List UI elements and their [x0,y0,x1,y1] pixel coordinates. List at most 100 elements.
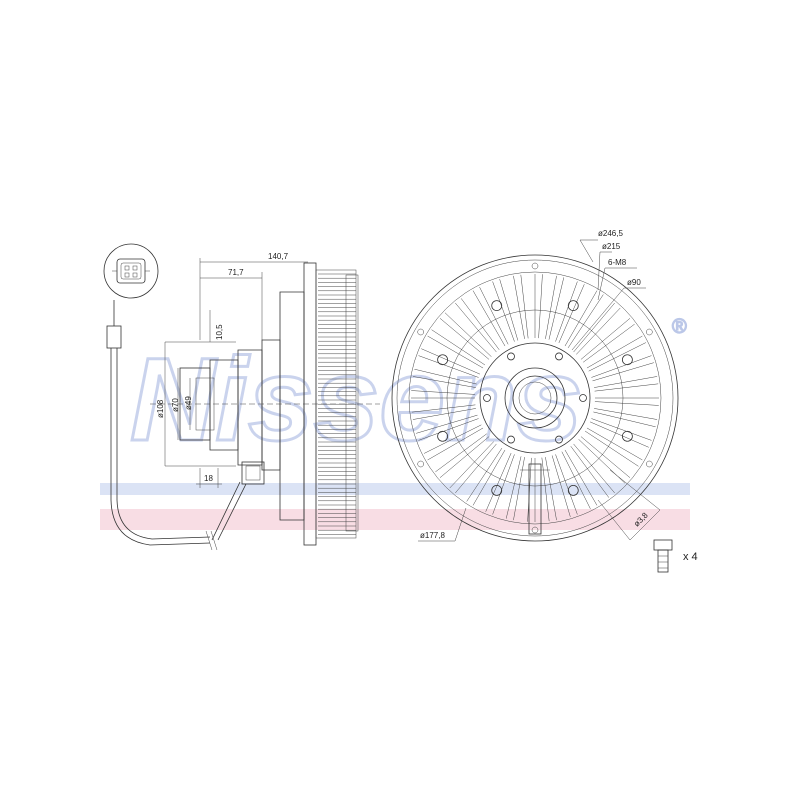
bolt-hole [621,430,633,442]
bolt-hole [491,484,503,496]
spoke-line [561,451,591,510]
spoke-line [580,318,631,360]
spoke-line [427,335,484,369]
spoke-line [466,447,503,502]
spoke-line [444,312,492,357]
spoke-line [439,436,490,478]
spoke-line [591,418,652,441]
spoke-line [548,277,565,340]
spoke-line [479,286,509,345]
thread-hole [507,435,515,444]
spoke-line [558,284,585,344]
watermark-registered-mark: ® [672,316,687,338]
spoke-line [570,446,610,498]
rim-hole [531,526,539,534]
bolt-hole [491,300,503,312]
thread-hole [555,352,563,361]
fastener-quantity: x 4 [683,551,698,563]
thread-hole [555,435,563,444]
rim-hole [646,460,653,468]
spoke-line [594,401,659,406]
spoke-line [412,408,476,420]
spoke-line [576,307,621,355]
spoke-line [573,443,615,494]
spoke-line [520,274,529,339]
spoke-line [580,436,631,478]
side-view: 140,7 71,7 10,5 ø108 ø70 ø49 18 [150,252,380,546]
spoke-line [411,404,476,413]
spoke-line [472,290,506,347]
spoke-line [583,323,635,363]
dim-dia-70: ø70 [171,398,180,412]
spoke-line [586,335,643,369]
watermark-blue-band [100,483,690,495]
rim-hole [531,262,539,270]
spoke-line [449,441,494,489]
spoke-line [460,298,500,350]
spoke-line [551,455,571,517]
bolt-hole [437,430,449,442]
dim-depth-18: 18 [204,474,213,483]
spoke-line [555,454,578,515]
spoke-line [421,348,481,375]
spoke-line [513,275,525,339]
spoke-line [499,279,519,341]
thread-hole [483,394,491,402]
spoke-line [593,411,656,428]
watermark: Nissens ® [100,315,690,530]
bolt-hole [567,300,579,312]
spoke-line [412,376,476,388]
dim-offset: 10,5 [215,324,224,340]
spoke-line [584,430,639,467]
spoke-line [492,281,515,342]
bolt-hole [437,354,449,366]
dim-thread: 6-M8 [608,258,627,267]
spoke-line [527,457,532,522]
spoke-line [427,427,484,461]
spoke-line [485,452,512,512]
front-view: ø246,5 ø215 6-M8 ø90 ø177,8 ø3,8 [391,229,679,542]
bolt-hole [621,354,633,366]
dim-bolt-circle: ø215 [602,242,621,251]
spoke-line [513,457,525,521]
watermark-brand: Nissens [130,334,583,466]
connector-plug-icon [103,243,159,299]
dim-dia-49: ø49 [184,396,193,410]
bolt-hole [567,484,579,496]
rim-hole [646,328,653,336]
spoke-line [455,302,497,353]
spoke-line [594,408,658,420]
spoke-line [545,457,557,521]
spoke-line [564,290,598,347]
spoke-line [541,457,550,522]
spoke-line [573,302,615,353]
spoke-line [431,329,486,366]
spoke-line [545,275,557,339]
dim-center-dia: ø90 [627,278,641,287]
spoke-line [414,368,477,385]
dim-hub-length: 71,7 [228,268,244,277]
spoke-line [538,274,543,339]
dim-outer-dia: ø246,5 [598,229,623,238]
spoke-line [411,390,476,395]
watermark-pink-band [100,509,690,530]
spoke-line [423,424,482,454]
spoke-line [592,362,654,382]
spoke-line [435,433,487,473]
spoke-line [418,355,479,378]
spoke-line [591,355,652,378]
spoke-line [418,418,479,441]
rim-hole [417,460,424,468]
spoke-line [439,318,490,360]
dim-pcd: ø177,8 [420,531,445,540]
spoke-line [594,383,659,392]
front-bolt-holes [417,262,653,534]
dim-dia-108: ø108 [156,399,165,418]
spoke-line [594,376,658,388]
spoke-line [589,421,649,448]
rim-hole [417,328,424,336]
spoke-line [567,294,604,349]
spoke-line [588,342,647,372]
thread-hole [579,394,587,402]
